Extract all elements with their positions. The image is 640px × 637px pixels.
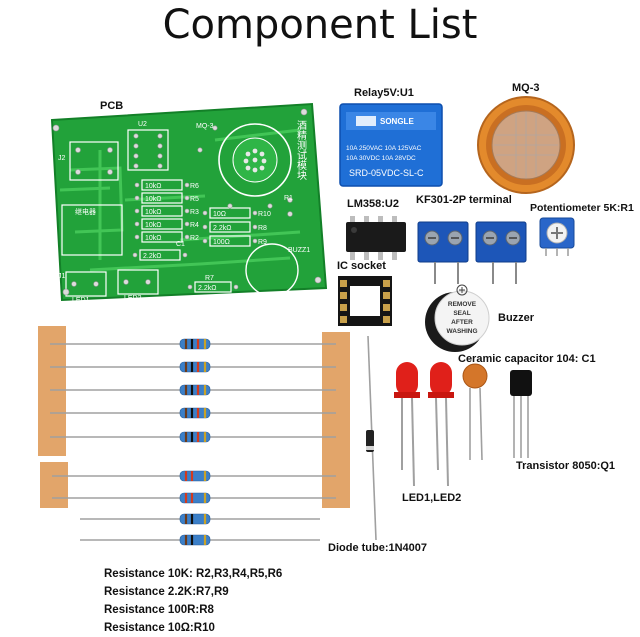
pcb-val-100: 100Ω [213, 239, 230, 246]
pcb-label-r6: R6 [190, 183, 199, 190]
pcb-val-10k-2: 10kΩ [145, 196, 162, 203]
label-pcb: PCB [100, 100, 124, 112]
pcb-label-r4: R4 [190, 222, 199, 229]
relay-body [339, 103, 443, 187]
pcb-label-r5: R5 [190, 196, 199, 203]
pcb-val-10k-4: 10kΩ [145, 222, 162, 229]
pcb-label-r3: R3 [190, 209, 199, 216]
pcb-label-u2: U2 [138, 121, 147, 128]
leds [394, 362, 454, 487]
resistance-item: Resistance 100R:R8 [104, 604, 214, 616]
buzzer-seal-4: WASHING [446, 328, 477, 335]
label-ic-socket: IC socket [337, 260, 386, 272]
pcb-label-led2: LED2 [124, 295, 142, 302]
pcb-val-10k-3: 10kΩ [145, 209, 162, 216]
buzzer-seal-1: REMOVE [448, 301, 477, 308]
label-transistor: Transistor 8050:Q1 [516, 460, 616, 472]
buzzer-seal-2: SEAL [453, 310, 470, 317]
pcb-label-r10: R10 [258, 211, 271, 218]
resistance-list: Resistance 10K: R2,R3,R4,R5,R6 Resistanc… [104, 565, 282, 637]
pcb-label-r1: R1 [284, 195, 293, 202]
pcb-label-mq3: MQ-3 [196, 123, 214, 130]
pcb-val-22k-a: 2.2kΩ [213, 225, 231, 232]
label-relay: Relay5V:U1 [354, 87, 414, 99]
pcb-label-r7: R7 [205, 275, 214, 282]
label-capacitor: Ceramic capacitor 104: C1 [458, 353, 596, 365]
ic-socket [338, 276, 392, 326]
relay-brand: SONGLE [380, 117, 414, 126]
pcb-label-r8: R8 [258, 225, 267, 232]
label-mq3: MQ-3 [512, 82, 540, 94]
resistance-item: Resistance 10K: R2,R3,R4,R5,R6 [104, 568, 283, 580]
label-terminal: KF301-2P terminal [416, 194, 512, 206]
ceramic-capacitor [462, 363, 488, 461]
pcb-label-j2: J2 [58, 155, 66, 162]
lm358-chip [346, 216, 406, 260]
pcb-label-r9: R9 [258, 239, 267, 246]
label-diode: Diode tube:1N4007 [328, 542, 428, 554]
mq3-sensor [477, 96, 575, 194]
resistor-bodies [179, 338, 211, 546]
pcb-label-r2: R2 [190, 235, 199, 242]
terminal-blocks [417, 221, 527, 284]
pcb-val-10k-5: 10kΩ [145, 235, 162, 242]
relay-model: SRD-05VDC-SL-C [349, 168, 424, 178]
resistance-item: Resistance 2.2K:R7,R9 [104, 586, 229, 598]
pcb-val-10k-1: 10kΩ [145, 183, 162, 190]
label-potentiometer: Potentiometer 5K:R1 [530, 202, 634, 214]
pcb-val-22k-c: 2.2kΩ [198, 285, 216, 292]
resistance-item: Resistance 10Ω:R10 [104, 622, 215, 634]
pcb-label-c1: C1 [176, 241, 185, 248]
label-buzzer: Buzzer [498, 312, 535, 324]
pcb-val-22k-b: 2.2kΩ [143, 253, 161, 260]
label-lm358: LM358:U2 [347, 198, 399, 210]
buzzer [425, 284, 490, 352]
pcb-label-cn: 酒精测试模块 [295, 120, 307, 181]
pcb-label-relay-cn: 继电器 [75, 207, 96, 216]
pcb-label-buzz: BUZZ1 [288, 247, 310, 254]
pcb-label-j1: J1 [58, 273, 66, 280]
relay-spec-1: 10A 250VAC 10A 125VAC [346, 145, 422, 152]
buzzer-seal-3: AFTER [451, 319, 473, 326]
pcb-label-led1: LED1 [72, 297, 90, 304]
potentiometer [539, 217, 575, 256]
label-leds: LED1,LED2 [402, 492, 462, 504]
transistor [510, 370, 532, 458]
page-title: Component List [162, 2, 478, 48]
pcb-val-10: 10Ω [213, 211, 226, 218]
relay-spec-2: 10A 30VDC 10A 28VDC [346, 155, 416, 162]
pcb-board [50, 102, 328, 302]
diode [366, 335, 377, 541]
